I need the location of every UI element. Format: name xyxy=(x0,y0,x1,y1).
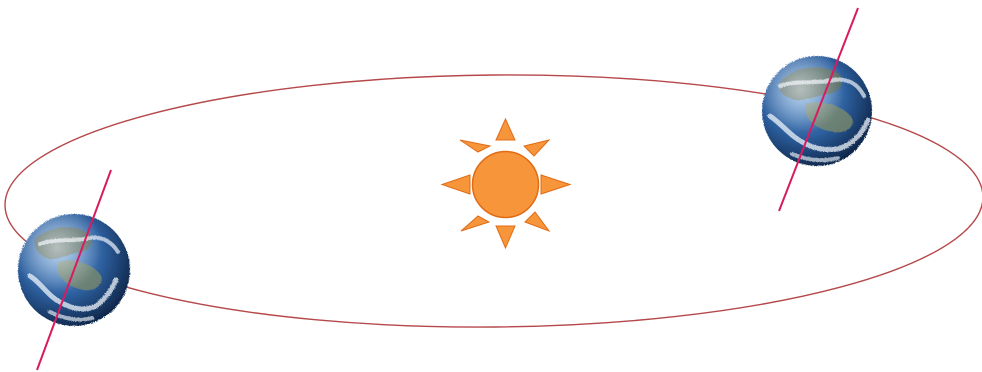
sun-ray xyxy=(496,226,515,248)
sun-ray xyxy=(461,216,489,231)
earth-left xyxy=(18,170,130,370)
sun-ray xyxy=(442,175,470,194)
sun-icon xyxy=(442,119,570,248)
sun-ray xyxy=(460,140,490,152)
sun-ray xyxy=(496,119,515,140)
sun-ray xyxy=(541,175,570,194)
sun-disc xyxy=(473,152,539,218)
earth-right xyxy=(762,8,872,211)
sun-ray xyxy=(525,212,549,231)
sun-ray xyxy=(524,140,549,156)
